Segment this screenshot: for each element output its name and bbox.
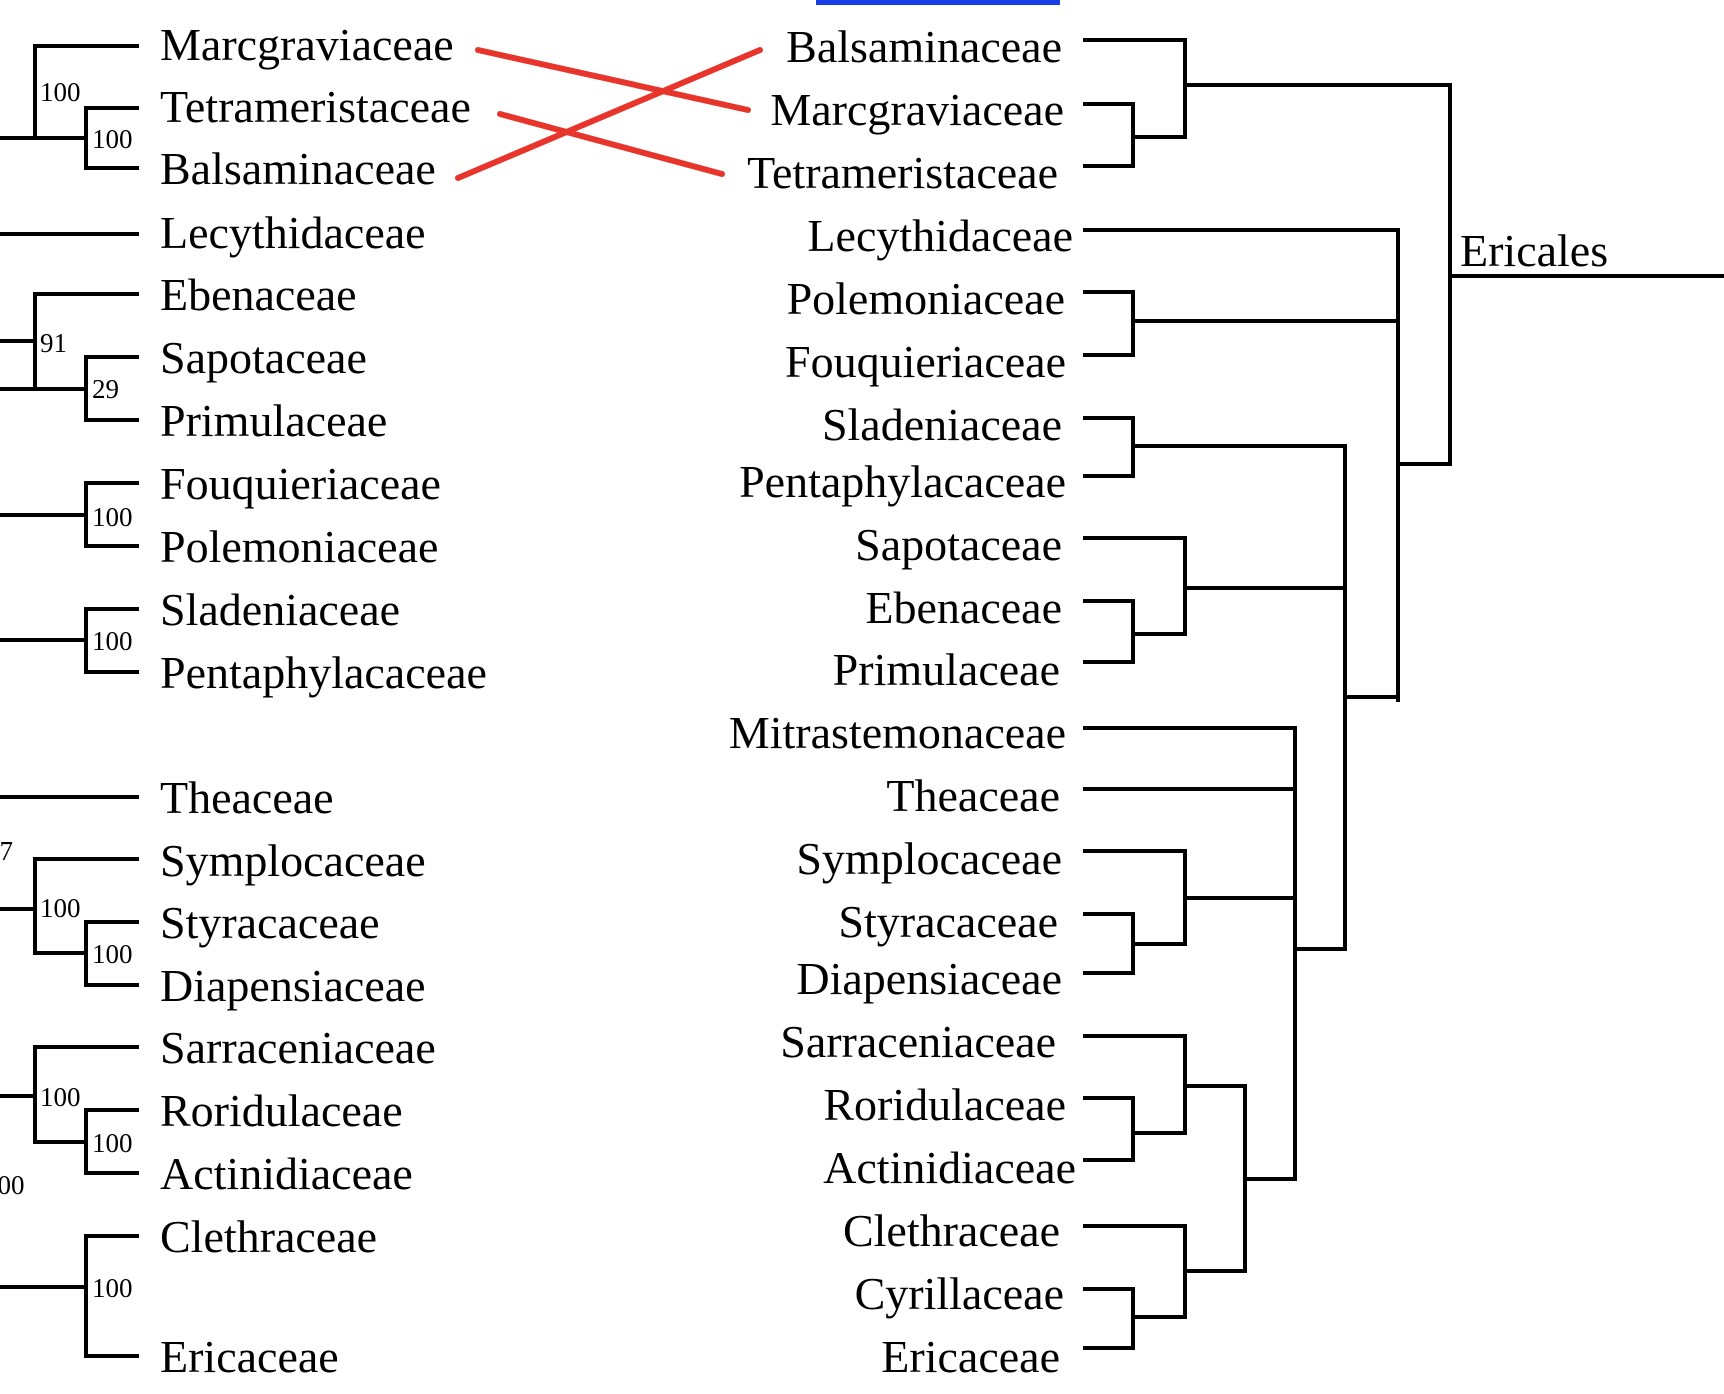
left-taxon-actinidiaceae: Actinidiaceae <box>160 1148 413 1199</box>
right-taxon-sapotaceae: Sapotaceae <box>855 519 1062 570</box>
link-balsaminaceae <box>455 47 763 181</box>
left-taxon-sarraceniaceae: Sarraceniaceae <box>160 1022 436 1073</box>
right-taxa: Balsaminaceae Marcgraviaceae Tetramerist… <box>729 21 1076 1382</box>
left-taxon-diapensiaceae: Diapensiaceae <box>160 960 426 1011</box>
tanglegram-links <box>455 47 763 181</box>
support-value: 100 <box>0 1170 25 1200</box>
support-value: 100 <box>40 77 81 107</box>
left-taxon-fouquieriaceae: Fouquieriaceae <box>160 458 441 509</box>
right-taxon-sarraceniaceae: Sarraceniaceae <box>780 1016 1056 1067</box>
left-taxa: Marcgraviaceae Tetrameristaceae Balsamin… <box>160 19 487 1382</box>
support-value: 100 <box>92 502 133 532</box>
right-taxon-balsaminaceae: Balsaminaceae <box>786 21 1062 72</box>
support-value: 100 <box>40 1082 81 1112</box>
support-value: 100 <box>92 124 133 154</box>
right-taxon-cyrillaceae: Cyrillaceae <box>855 1268 1064 1319</box>
left-taxon-polemoniaceae: Polemoniaceae <box>160 521 438 572</box>
left-taxon-styracaceae: Styracaceae <box>160 897 380 948</box>
right-taxon-theaceae: Theaceae <box>886 770 1060 821</box>
right-taxon-symplocaceae: Symplocaceae <box>796 833 1062 884</box>
left-taxon-sapotaceae: Sapotaceae <box>160 332 367 383</box>
right-taxon-sladeniaceae: Sladeniaceae <box>822 399 1062 450</box>
left-taxon-theaceae: Theaceae <box>160 772 334 823</box>
left-taxon-sladeniaceae: Sladeniaceae <box>160 584 400 635</box>
left-tree-branches <box>0 44 139 1358</box>
left-taxon-tetrameristaceae: Tetrameristaceae <box>160 81 471 132</box>
support-value: 100 <box>92 939 133 969</box>
right-taxon-lecythidaceae: Lecythidaceae <box>807 210 1073 261</box>
right-taxon-actinidiaceae: Actinidiaceae <box>823 1142 1076 1193</box>
left-support-values: 100 100 91 29 100 100 57 100 100 100 100… <box>0 77 133 1303</box>
right-taxon-marcgraviaceae: Marcgraviaceae <box>770 84 1064 135</box>
right-taxon-fouquieriaceae: Fouquieriaceae <box>785 336 1066 387</box>
right-taxon-roridulaceae: Roridulaceae <box>823 1079 1066 1130</box>
right-taxon-tetrameristaceae: Tetrameristaceae <box>747 147 1058 198</box>
right-taxon-polemoniaceae: Polemoniaceae <box>787 273 1065 324</box>
support-value: 57 <box>0 836 13 866</box>
right-taxon-ericaceae: Ericaceae <box>881 1331 1060 1382</box>
left-taxon-balsaminaceae: Balsaminaceae <box>160 143 436 194</box>
support-value: 100 <box>92 1128 133 1158</box>
left-taxon-ebenaceae: Ebenaceae <box>160 269 357 320</box>
right-taxon-clethraceae: Clethraceae <box>843 1205 1060 1256</box>
clade-label-ericales: Ericales <box>1460 225 1608 276</box>
support-value: 91 <box>40 328 67 358</box>
left-taxon-primulaceae: Primulaceae <box>160 395 387 446</box>
support-value: 100 <box>92 626 133 656</box>
right-taxon-diapensiaceae: Diapensiaceae <box>796 953 1062 1004</box>
right-taxon-ebenaceae: Ebenaceae <box>865 582 1062 633</box>
support-value: 100 <box>40 893 81 923</box>
right-taxon-styracaceae: Styracaceae <box>838 896 1058 947</box>
left-taxon-clethraceae: Clethraceae <box>160 1211 377 1262</box>
right-taxon-primulaceae: Primulaceae <box>833 644 1060 695</box>
left-taxon-ericaceae: Ericaceae <box>160 1331 339 1382</box>
right-taxon-mitrastemonaceae: Mitrastemonaceae <box>729 707 1066 758</box>
link-marcgraviaceae <box>475 47 751 113</box>
cutoff-header-fragment <box>816 0 1060 5</box>
link-tetrameristaceae <box>497 111 725 177</box>
left-taxon-marcgraviaceae: Marcgraviaceae <box>160 19 454 70</box>
support-value: 29 <box>92 374 119 404</box>
left-taxon-pentaphylacaceae: Pentaphylacaceae <box>160 647 487 698</box>
left-taxon-roridulaceae: Roridulaceae <box>160 1085 403 1136</box>
left-taxon-lecythidaceae: Lecythidaceae <box>160 207 426 258</box>
right-taxon-pentaphylacaceae: Pentaphylacaceae <box>739 456 1066 507</box>
right-tree-branches <box>1083 38 1724 1350</box>
support-value: 100 <box>92 1273 133 1303</box>
left-taxon-symplocaceae: Symplocaceae <box>160 835 426 886</box>
